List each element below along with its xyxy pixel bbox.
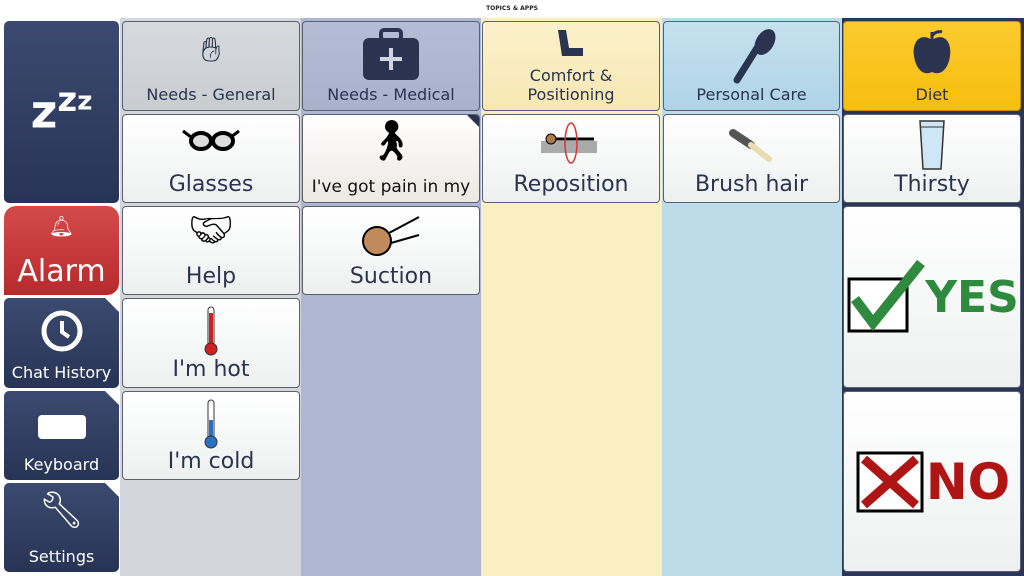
reposition-icon: [483, 121, 659, 167]
hairbrush-icon: [664, 28, 839, 84]
glasses-icon: [123, 125, 299, 155]
suction-icon: [303, 213, 479, 259]
item-suction[interactable]: Suction: [302, 206, 480, 295]
alarm-button[interactable]: 🔔︎ Alarm: [4, 206, 119, 295]
item-hot[interactable]: I'm hot: [122, 298, 300, 388]
category-comfort-positioning[interactable]: Comfort & Positioning: [482, 21, 660, 111]
item-thirsty[interactable]: Thirsty: [843, 114, 1021, 203]
history-icon: [41, 310, 82, 352]
checkmark-icon: [847, 259, 926, 333]
bell-icon: 🔔︎: [48, 214, 75, 238]
column-bg-comfort: [481, 18, 662, 576]
glass-of-water-icon: [844, 119, 1020, 171]
yes-button[interactable]: YES: [843, 206, 1021, 388]
sleep-button[interactable]: zzz zzz: [4, 21, 119, 203]
item-help[interactable]: 🤝︎ Help: [122, 206, 300, 295]
category-personal-care[interactable]: Personal Care: [663, 21, 840, 111]
settings-button[interactable]: 🔧︎ Settings: [4, 483, 119, 572]
category-needs-general[interactable]: ✋︎ Needs - General: [122, 21, 300, 111]
keyboard-icon: [37, 415, 86, 439]
wrench-icon: 🔧︎: [38, 490, 85, 531]
keyboard-button[interactable]: Keyboard: [4, 391, 119, 480]
column-bg-medical: [301, 18, 481, 576]
brush-photo-icon: [664, 121, 839, 171]
item-glasses[interactable]: Glasses: [122, 114, 300, 203]
page-title: TOPICS & APPS: [486, 5, 538, 12]
thermometer-hot-icon: [123, 305, 299, 357]
thermometer-cold-icon: [123, 398, 299, 450]
item-brush-hair[interactable]: Brush hair: [663, 114, 840, 203]
category-diet[interactable]: Diet: [843, 21, 1021, 111]
medical-kit-icon: [303, 28, 479, 82]
column-bg-general: [120, 18, 301, 576]
chat-history-button[interactable]: Chat History: [4, 298, 119, 388]
apple-icon: [844, 28, 1020, 78]
column-bg-care: [662, 18, 842, 576]
recliner-icon: [483, 28, 659, 60]
sleep-icon: zzz: [30, 79, 93, 139]
item-reposition[interactable]: Reposition: [482, 114, 660, 203]
back-pain-icon: 🚶︎: [365, 118, 417, 164]
item-pain[interactable]: 🚶︎ I've got pain in my: [302, 114, 480, 203]
cross-icon: [856, 451, 924, 512]
no-button[interactable]: NO: [843, 391, 1021, 572]
hand-icon: ✋︎: [201, 30, 221, 70]
help-icon: 🤝︎: [188, 210, 234, 251]
item-cold[interactable]: I'm cold: [122, 391, 300, 480]
category-needs-medical[interactable]: Needs - Medical: [302, 21, 480, 111]
